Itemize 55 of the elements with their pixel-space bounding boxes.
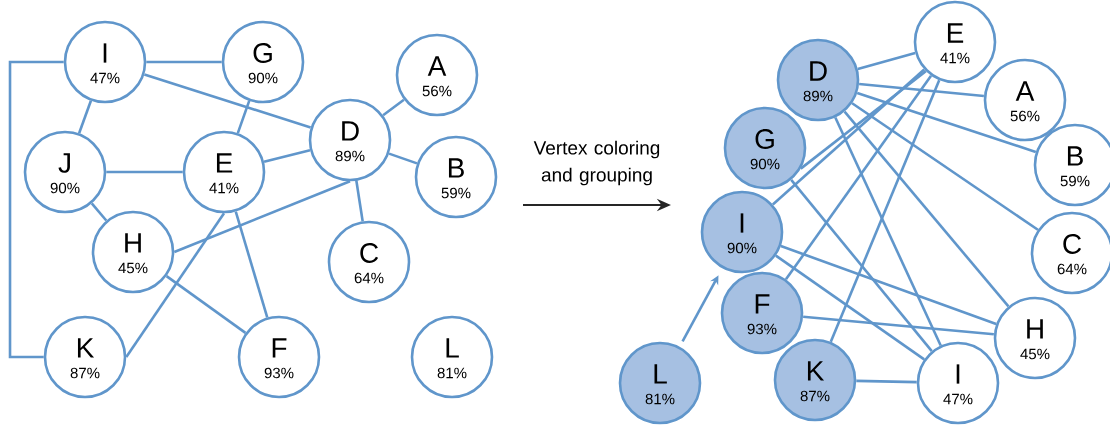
graph-vertex: G 90%: [723, 106, 807, 190]
graph-vertex: A 56%: [395, 33, 479, 117]
graph-vertex: E 41%: [913, 0, 997, 84]
graph-vertex: A 56%: [983, 58, 1067, 142]
edge-line: [106, 170, 183, 174]
graph-vertex: K 87%: [43, 315, 127, 399]
edge-line: [263, 148, 311, 164]
edge-line: [355, 180, 364, 222]
edge-line: [829, 79, 941, 343]
edge-line: [784, 74, 933, 281]
graph-vertex: L 81%: [618, 341, 702, 425]
edge-line: [803, 315, 994, 336]
graph-vertex: F 93%: [720, 271, 804, 355]
edge-line: [856, 91, 1037, 154]
edge-line: [775, 254, 925, 361]
graph-vertex: D 89%: [308, 98, 392, 182]
edge-line: [8, 60, 64, 359]
graph-vertex: E 41%: [182, 130, 266, 214]
graph-vertex: I 47%: [916, 341, 1000, 425]
edge-line: [857, 51, 916, 71]
graph-vertex: K 87%: [773, 338, 857, 422]
edge-line: [143, 73, 312, 129]
edge-line: [790, 179, 933, 352]
graph-vertex: B 59%: [414, 135, 498, 219]
edge-line: [125, 212, 226, 358]
edge-line: [234, 211, 269, 318]
edge-line: [165, 275, 247, 334]
edge-line: [382, 98, 405, 117]
arrow-label: Vertex coloring and grouping: [533, 140, 660, 186]
graph-vertex: C 64%: [327, 220, 411, 304]
edge-line: [799, 70, 927, 170]
graph-vertex: J 90%: [23, 130, 107, 214]
edge-line: [856, 379, 917, 384]
edge-line: [388, 152, 418, 165]
graph-vertex: B 59%: [1033, 123, 1110, 207]
graph-vertex: I 47%: [63, 20, 147, 104]
graph-vertex: H 45%: [91, 210, 175, 294]
edge-line: [236, 100, 251, 134]
edge-line: [780, 244, 997, 326]
edge-line: [90, 202, 108, 222]
graph-vertex: L 81%: [410, 315, 494, 399]
edge-line: [851, 102, 1039, 231]
graph-vertex: G 90%: [221, 20, 305, 104]
edge-line: [843, 110, 1010, 308]
graph-vertex: F 93%: [237, 315, 321, 399]
graph-vertex: H 45%: [993, 296, 1077, 380]
edge-line: [146, 60, 222, 64]
edge-line: [771, 68, 926, 206]
edge-line: [77, 100, 93, 134]
edge-line: [859, 82, 985, 98]
edge-line: [834, 116, 942, 347]
graph-vertex: D 89%: [776, 38, 860, 122]
graph-vertex: I 90%: [700, 190, 784, 274]
edge-line: [173, 180, 351, 254]
graph-vertex: C 64%: [1030, 211, 1110, 295]
